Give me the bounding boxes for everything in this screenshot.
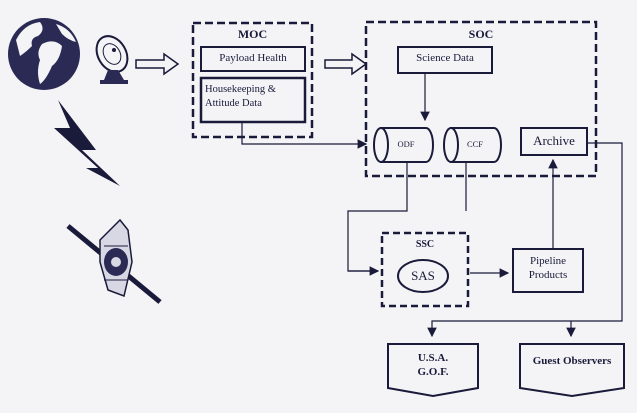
satellite-icon — [66, 218, 162, 304]
ccf-label: CCF — [466, 139, 484, 149]
connectors — [241, 73, 623, 338]
payload-health-box — [200, 46, 306, 72]
usa-gof-line2: G.O.F. — [417, 366, 449, 378]
hollow-arrow-moc-to-soc — [324, 52, 368, 76]
ccf-cylinder — [443, 127, 502, 163]
housekeeping-label-line1: Housekeeping & — [205, 84, 276, 95]
guest-observers-label: Guest Observers — [532, 355, 612, 367]
archive-label: Archive — [533, 133, 575, 148]
moc-group — [191, 21, 314, 139]
moc-title: MOC — [237, 27, 268, 41]
hollow-arrow-dish-to-moc — [135, 52, 180, 76]
science-data-label: Science Data — [416, 52, 474, 64]
pipeline-label-line1: Pipeline — [529, 255, 567, 267]
usa-gof-line1: U.S.A. — [417, 352, 449, 364]
earth-globe-icon — [8, 18, 80, 90]
pipeline-products-box — [512, 248, 584, 293]
housekeeping-label-line2: Attitude Data — [205, 98, 262, 109]
satellite-dish-icon — [95, 35, 129, 84]
housekeeping-box — [199, 76, 307, 124]
payload-health-label: Payload Health — [219, 52, 287, 64]
odf-cylinder — [373, 127, 434, 163]
soc-group — [364, 20, 598, 178]
lightning-bolt-icon — [54, 100, 120, 186]
soc-title: SOC — [468, 27, 494, 41]
sas-ellipse — [397, 259, 449, 293]
guest-observers-document — [519, 343, 625, 398]
sas-label: SAS — [411, 268, 435, 283]
pipeline-label-line2: Products — [528, 269, 568, 281]
odf-label: ODF — [397, 139, 415, 149]
ssc-title: SSC — [415, 239, 435, 250]
archive-box — [520, 127, 588, 156]
usa-gof-document — [387, 343, 479, 398]
ssc-group — [380, 231, 470, 308]
science-data-box — [397, 46, 493, 74]
